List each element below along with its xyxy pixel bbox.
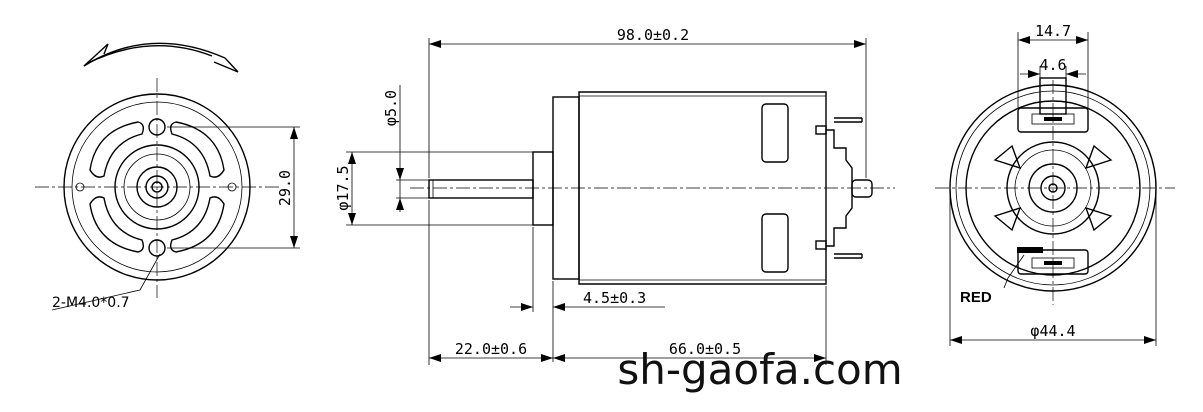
dim-terminal-width: 4.6 <box>1039 56 1066 74</box>
rotation-arrow-icon <box>83 42 239 73</box>
label-red-terminal: RED <box>960 289 992 306</box>
dim-shaft-diameter: φ5.0 <box>382 90 400 126</box>
dim-mount-spacing: 29.0 <box>276 170 294 206</box>
dim-body-length: 66.0±0.5 <box>669 340 741 358</box>
front-view: 29.0 2-M4.0*0.7 <box>35 42 300 311</box>
rear-view: RED 14.7 4.6 φ44.4 <box>935 22 1175 346</box>
dim-boss-diameter: φ17.5 <box>334 165 352 210</box>
dim-terminal-spacing: 14.7 <box>1035 22 1071 40</box>
red-terminal-marker <box>1017 247 1043 253</box>
dim-body-diameter: φ44.4 <box>1030 322 1075 340</box>
dim-boss-length: 4.5±0.3 <box>583 289 646 307</box>
note-mount-holes: 2-M4.0*0.7 <box>52 295 130 311</box>
dim-overall-length: 98.0±0.2 <box>617 26 689 44</box>
dim-shaft-length: 22.0±0.6 <box>455 340 527 358</box>
side-view: 98.0±0.2 φ5.0 φ17.5 4.5±0.3 22.0±0.6 <box>334 26 895 365</box>
watermark: sh-gaofa.com <box>617 345 902 394</box>
